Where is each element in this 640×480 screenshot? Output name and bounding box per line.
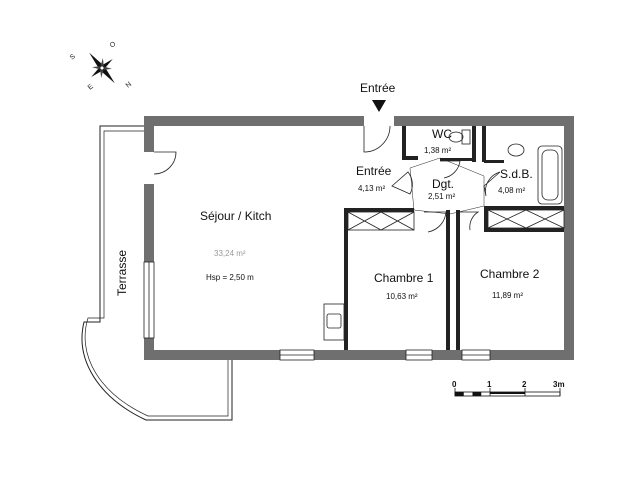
scale-bar: 0 1 2 3m xyxy=(452,380,565,397)
scale-bar-seg-1 xyxy=(455,392,464,396)
closet-ch1-diag-b xyxy=(347,211,382,231)
toilet-tank xyxy=(461,129,471,145)
wall-sdb-bottom-left xyxy=(484,160,504,163)
toilet-bowl xyxy=(448,131,464,143)
entry-arrow-icon xyxy=(372,100,386,112)
wall-top-left xyxy=(144,116,364,126)
fixtures xyxy=(323,129,563,341)
wall-entry-left xyxy=(402,126,406,160)
scale-label-2: 2 xyxy=(522,380,527,389)
closet-ch2 xyxy=(487,209,565,229)
wall-ch1-top xyxy=(344,208,414,212)
closets xyxy=(347,209,565,231)
room-name-entree: Entrée xyxy=(356,164,392,178)
kitchen-sink xyxy=(323,303,345,341)
room-name-dgt: Dgt. xyxy=(432,177,454,191)
wall-ch2-top xyxy=(484,228,564,232)
bathtub xyxy=(537,145,563,205)
wall-bottom-1 xyxy=(144,350,280,360)
room-area-sdb: 4,08 m² xyxy=(498,186,525,195)
door-sejour-terrace[interactable] xyxy=(153,151,177,175)
room-area-wc: 1,38 m² xyxy=(424,146,451,155)
exterior-walls xyxy=(144,116,574,360)
door-entrance[interactable] xyxy=(363,125,391,153)
wall-sdb-bottom xyxy=(484,206,564,210)
wall-bottom-3 xyxy=(432,350,462,360)
scale-label-3: 3m xyxy=(553,380,565,389)
room-area-dgt: 2,51 m² xyxy=(428,192,455,201)
wall-right xyxy=(564,116,574,360)
room-area-chambre2: 11,89 m² xyxy=(492,291,523,300)
wall-left-bottom xyxy=(144,338,154,360)
compass-center xyxy=(99,65,105,71)
scale-bar-seg-2 xyxy=(472,392,482,396)
room-name-chambre2: Chambre 2 xyxy=(480,267,540,281)
terrace-outline xyxy=(81,125,233,421)
room-name-sdb: S.d.B. xyxy=(500,167,533,181)
room-name-wc: WC xyxy=(432,127,452,141)
closet-ch1 xyxy=(347,211,415,231)
room-name-chambre1: Chambre 1 xyxy=(374,271,434,285)
bathroom-sink xyxy=(507,143,525,157)
interior-walls xyxy=(344,126,564,350)
room-area-entree: 4,13 m² xyxy=(358,184,385,193)
windows xyxy=(143,261,491,361)
compass-rose: N S E O xyxy=(69,40,133,91)
compass-letter-n: N xyxy=(125,81,133,90)
wall-wc-right xyxy=(472,126,476,162)
door-chambre2[interactable] xyxy=(460,211,480,231)
bathtub-inner xyxy=(541,149,559,201)
compass-letter-s: S xyxy=(69,53,77,62)
room-area-sejour: 33,24 m² xyxy=(214,249,246,258)
wall-left-top xyxy=(144,116,154,152)
wall-bottom-4 xyxy=(490,350,574,360)
scale-label-0: 0 xyxy=(452,380,457,389)
kitchen-sink-basin xyxy=(326,313,342,329)
wall-sdb-left xyxy=(482,126,486,162)
wall-ch1-right xyxy=(446,210,450,350)
scale-label-1: 1 xyxy=(487,380,492,389)
terrace-inner-outline xyxy=(84,130,229,417)
wall-ch1-left xyxy=(344,208,348,350)
closet-ch2-diag-d xyxy=(525,209,565,229)
wall-entry-diag xyxy=(404,156,418,160)
dgt-outline xyxy=(409,157,485,215)
door-wc[interactable] xyxy=(440,160,461,179)
terrace-label: Terrasse xyxy=(115,250,129,296)
room-area-chambre1: 10,63 m² xyxy=(386,292,418,301)
entry-label: Entrée xyxy=(360,81,396,95)
ceiling-height: Hsp = 2,50 m xyxy=(206,273,254,282)
wall-ch2-left xyxy=(456,210,460,350)
room-name-sejour: Séjour / Kitch xyxy=(200,209,271,223)
doors xyxy=(153,125,501,233)
scale-bar-seg-3 xyxy=(490,392,525,394)
closet-ch1-diag-d xyxy=(380,211,415,231)
terrace: Terrasse xyxy=(81,125,233,421)
wall-bottom-2 xyxy=(314,350,406,360)
wall-top-right xyxy=(394,116,574,126)
door-entree-dgt[interactable] xyxy=(391,171,413,195)
door-chambre1[interactable] xyxy=(424,211,447,233)
wall-wc-bottom xyxy=(440,158,474,161)
door-sdb[interactable] xyxy=(483,171,501,197)
wall-left-middle xyxy=(144,184,154,262)
compass-letter-o: O xyxy=(109,40,118,49)
wall-dgt-right xyxy=(484,206,488,232)
compass-letter-e: E xyxy=(87,83,95,92)
closet-ch2-diag-b xyxy=(487,209,527,229)
